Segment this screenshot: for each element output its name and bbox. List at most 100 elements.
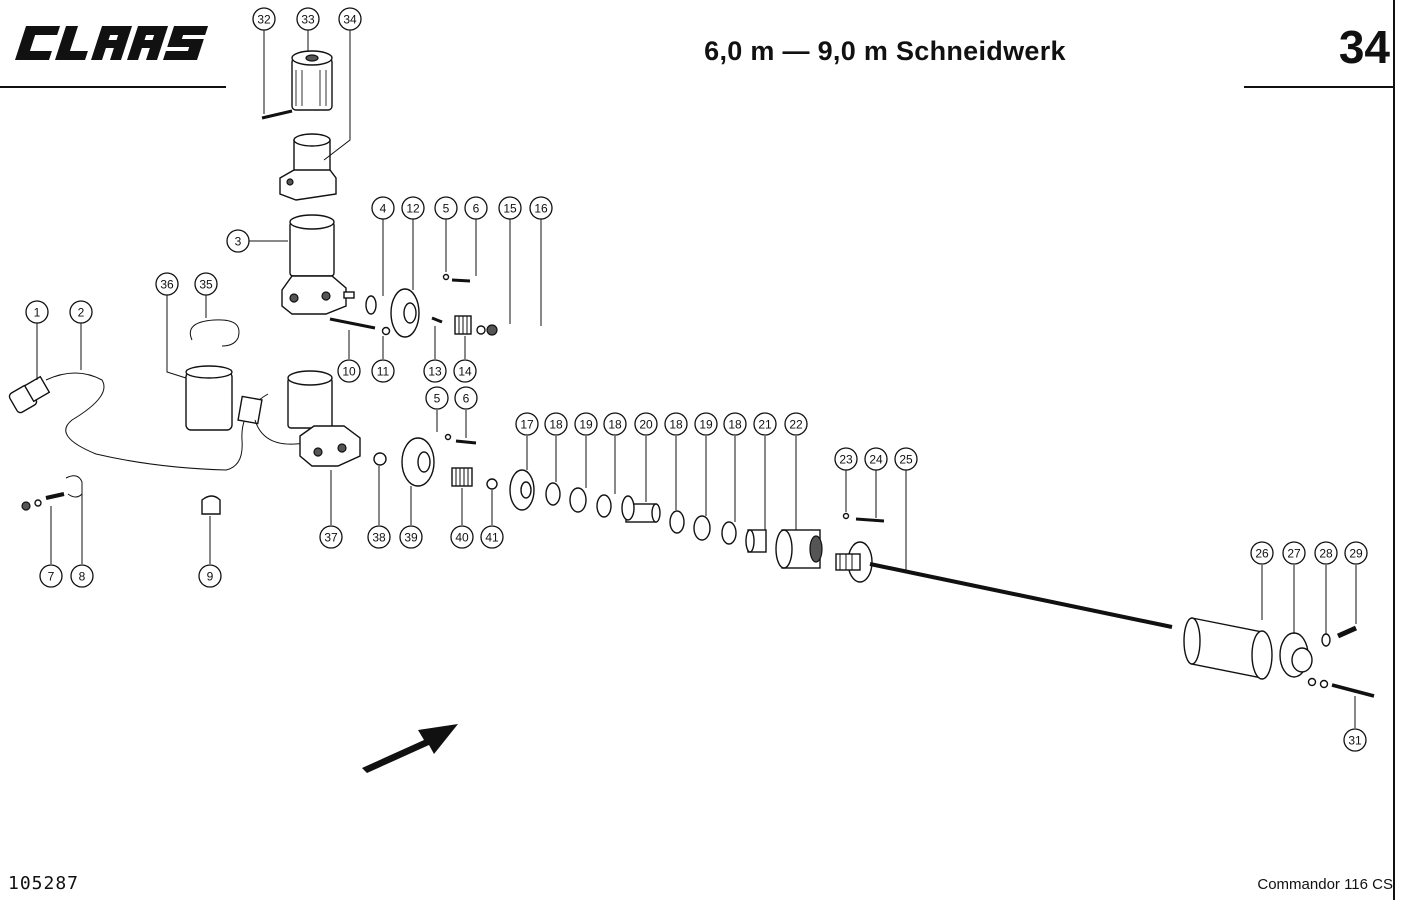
part-18-ring-a (545, 482, 561, 506)
part-41-washer (486, 478, 498, 490)
callout-5: 5 (434, 196, 458, 220)
callout-label: 18 (549, 418, 563, 432)
callout-13: 13 (423, 359, 447, 383)
callout-15: 15 (498, 196, 522, 220)
callout-6: 6 (454, 386, 478, 410)
part-29-screw (1336, 625, 1358, 639)
callout-circle (544, 412, 568, 436)
callout-circle (784, 412, 808, 436)
drawing-number: 105287 (8, 873, 80, 894)
callout-circle (367, 525, 391, 549)
part-40-bearing (451, 467, 473, 487)
part-15-washer (476, 325, 486, 335)
callout-circle (1343, 728, 1367, 752)
callout-label: 24 (869, 453, 883, 467)
callout-label: 13 (428, 365, 442, 379)
part-5-6-screw-upper (442, 273, 471, 283)
part-33-coil (291, 50, 333, 111)
callout-label: 23 (839, 453, 853, 467)
callout-circle (498, 196, 522, 220)
callout-7: 7 (39, 564, 63, 588)
part-5-6-screw-lower (444, 433, 477, 445)
callout-label: 28 (1319, 547, 1333, 561)
callout-circle (515, 412, 539, 436)
callout-circle (1314, 541, 1338, 565)
callout-label: 39 (404, 531, 418, 545)
part-19-ring-a (569, 487, 587, 513)
part-36-filter (185, 365, 233, 431)
callout-circle (338, 7, 362, 31)
callout-3: 3 (226, 229, 250, 253)
callout-label: 5 (443, 202, 450, 216)
callout-label: 37 (324, 531, 338, 545)
callout-label: 32 (257, 13, 271, 27)
callout-39: 39 (399, 525, 423, 549)
part-23-24-screw (842, 512, 885, 523)
callout-circle (425, 386, 449, 410)
part-cable-connector (237, 395, 263, 425)
callout-label: 35 (199, 278, 213, 292)
callout-19: 19 (574, 412, 598, 436)
page-title: 6,0 m — 9,0 m Schneidwerk (704, 36, 1066, 66)
callout-36: 36 (155, 272, 179, 296)
callout-18: 18 (723, 412, 747, 436)
callout-circle (155, 272, 179, 296)
callout-label: 40 (455, 531, 469, 545)
callout-circle (70, 564, 94, 588)
callout-28: 28 (1314, 541, 1338, 565)
part-8-clip (65, 475, 83, 498)
callout-label: 19 (699, 418, 713, 432)
callout-circle (198, 564, 222, 588)
callout-18: 18 (544, 412, 568, 436)
header-rule-right (1244, 86, 1394, 88)
callout-circle (69, 300, 93, 324)
part-10-bolt (329, 317, 376, 330)
part-17-bearing-housing (509, 469, 535, 511)
part-34-valve-housing (279, 133, 337, 201)
callout-40: 40 (450, 525, 474, 549)
callout-label: 9 (207, 570, 214, 584)
callout-23: 23 (834, 447, 858, 471)
callout-14: 14 (453, 359, 477, 383)
part-37-valve-lower (287, 370, 361, 467)
part-39-flange (401, 437, 435, 487)
callout-31: 31 (1343, 728, 1367, 752)
callout-circle (25, 300, 49, 324)
part-4-o-ring (365, 295, 377, 315)
callout-33: 33 (296, 7, 320, 31)
frame-right-border (1393, 0, 1395, 900)
callout-label: 6 (463, 392, 470, 406)
callout-22: 22 (784, 412, 808, 436)
part-22-sleeve (775, 529, 823, 569)
callout-41: 41 (480, 525, 504, 549)
part-18-ring-d (721, 521, 737, 545)
callout-label: 18 (728, 418, 742, 432)
callout-circle (634, 412, 658, 436)
part-31-bolt (1307, 677, 1375, 698)
callout-label: 16 (534, 202, 548, 216)
callout-label: 41 (485, 531, 499, 545)
callout-label: 36 (160, 278, 174, 292)
part-38-o-ring (373, 452, 387, 466)
callout-circle (453, 359, 477, 383)
callout-label: 33 (301, 13, 315, 27)
part-14-bearing (454, 315, 472, 335)
callout-circle (480, 525, 504, 549)
part-32-pin (261, 109, 293, 120)
callout-8: 8 (70, 564, 94, 588)
callout-circle (664, 412, 688, 436)
callout-circle (1250, 541, 1274, 565)
callout-label: 10 (342, 365, 356, 379)
callout-24: 24 (864, 447, 888, 471)
callout-circle (694, 412, 718, 436)
leader-lines (36, 30, 1357, 728)
callout-label: 29 (1349, 547, 1363, 561)
part-28-washer (1321, 633, 1331, 647)
callout-label: 18 (669, 418, 683, 432)
part-18-ring-b (596, 494, 612, 518)
callout-label: 5 (434, 392, 441, 406)
callout-circle (401, 196, 425, 220)
callout-34: 34 (338, 7, 362, 31)
callout-label: 4 (380, 202, 387, 216)
